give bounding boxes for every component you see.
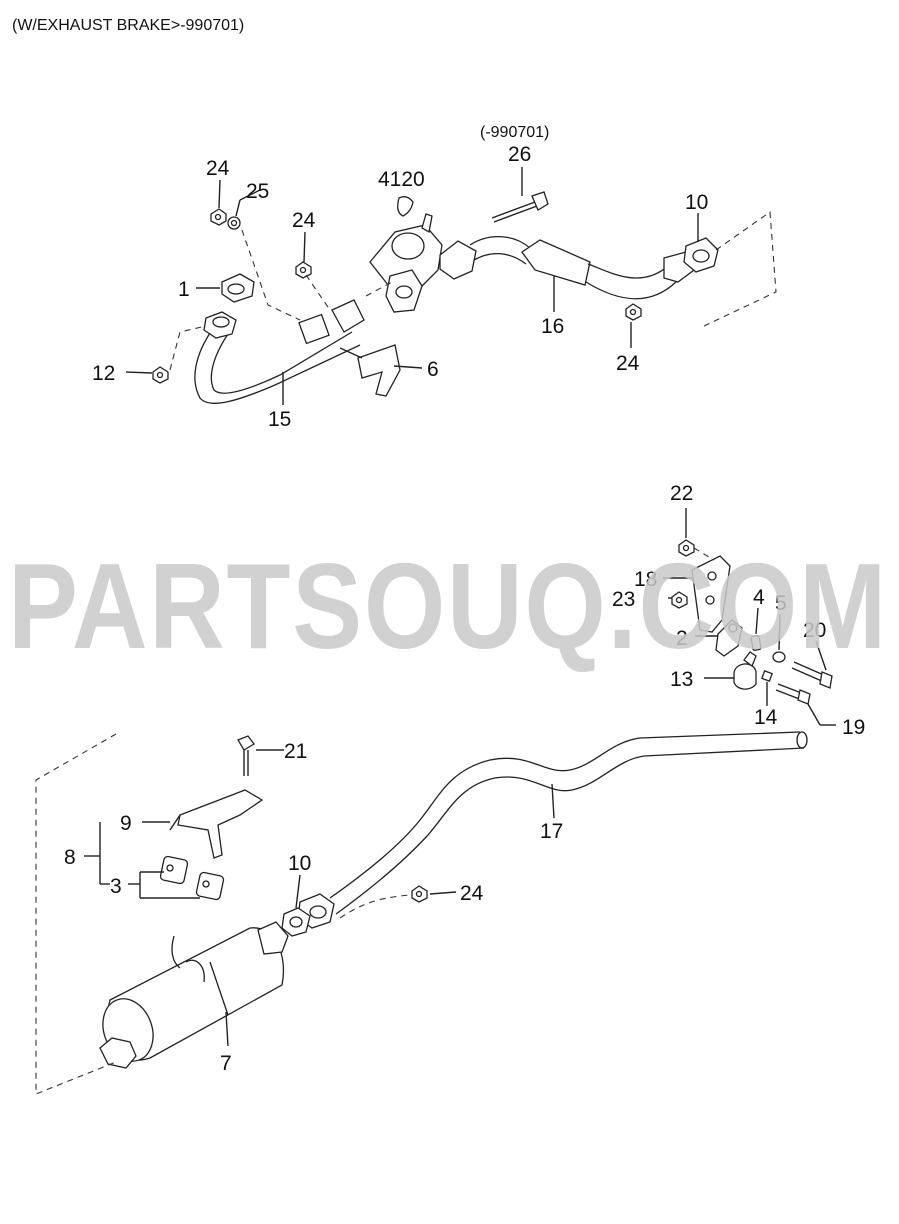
callout-5[interactable]: 5 (775, 592, 787, 615)
callout-22[interactable]: 22 (670, 482, 693, 505)
callout-19[interactable]: 19 (842, 716, 865, 739)
lower-leader-lines (84, 508, 836, 1047)
callout-10a[interactable]: 10 (685, 191, 708, 214)
callout-26[interactable]: 26 (508, 143, 531, 166)
callout-3[interactable]: 3 (110, 875, 122, 898)
bolt-21[interactable] (237, 735, 255, 776)
callout-15[interactable]: 15 (268, 408, 291, 431)
nut-12[interactable] (152, 366, 169, 384)
callout-8[interactable]: 8 (64, 846, 76, 869)
callout-16[interactable]: 16 (541, 315, 564, 338)
callout-4120[interactable]: 4120 (378, 168, 425, 191)
callout-6[interactable]: 6 (427, 358, 439, 381)
rear-pipe-assembly (35, 539, 833, 1095)
callout-20[interactable]: 20 (803, 619, 826, 642)
callout-21[interactable]: 21 (284, 740, 307, 763)
clamp-13[interactable] (733, 651, 757, 690)
washer-5[interactable] (772, 651, 786, 663)
tail-pipe-17[interactable] (297, 731, 808, 929)
intermediate-pipe-16[interactable] (439, 235, 695, 300)
nut-22[interactable] (678, 539, 695, 557)
callout-1[interactable]: 1 (178, 278, 190, 301)
exhaust-brake-valve-4120[interactable] (369, 196, 443, 313)
watermark: PARTSOUQ.COM (8, 538, 888, 674)
gasket-1[interactable] (221, 273, 255, 303)
callout-24b[interactable]: 24 (292, 209, 316, 232)
callout-23[interactable]: 23 (612, 588, 635, 611)
callout-25[interactable]: 25 (246, 180, 269, 203)
front-pipe-15[interactable] (194, 299, 365, 404)
callout-14[interactable]: 14 (754, 706, 778, 729)
callout-18[interactable]: 18 (634, 568, 657, 591)
bracket-6[interactable] (339, 344, 401, 397)
callout-2[interactable]: 2 (676, 627, 688, 650)
hanger-bracket-9[interactable] (169, 789, 264, 859)
bracket-18[interactable] (691, 555, 731, 633)
callout-4[interactable]: 4 (753, 586, 765, 609)
bolt-26[interactable] (491, 191, 549, 223)
callout-26-note: (-990701) (480, 124, 549, 141)
nut-24c[interactable] (625, 303, 642, 321)
nut-23[interactable] (671, 591, 688, 609)
nut-24d[interactable] (411, 885, 428, 903)
callout-17[interactable]: 17 (540, 820, 563, 843)
callout-12[interactable]: 12 (92, 362, 115, 385)
bolt-19[interactable] (775, 683, 811, 705)
callout-labels: 24 25 24 1 12 15 6 4120 (-990701) 26 10 … (64, 124, 865, 1075)
callout-24a[interactable]: 24 (206, 157, 230, 180)
nut-24b[interactable] (295, 261, 312, 279)
front-pipe-assembly (152, 191, 777, 404)
upper-leader-lines (125, 167, 699, 405)
pin-4[interactable] (750, 635, 762, 651)
diagram-header: (W/EXHAUST BRAKE>-990701) (12, 17, 244, 34)
callout-9[interactable]: 9 (120, 812, 132, 835)
muffler-7[interactable] (95, 921, 289, 1069)
callout-13[interactable]: 13 (670, 668, 693, 691)
callout-7[interactable]: 7 (220, 1052, 232, 1075)
callout-24d[interactable]: 24 (460, 882, 484, 905)
gasket-10b[interactable] (281, 907, 311, 937)
callout-10b[interactable]: 10 (288, 852, 311, 875)
rubber-mount-3[interactable] (159, 855, 225, 901)
gasket-10a[interactable] (683, 237, 719, 273)
bolt-20[interactable] (791, 661, 833, 689)
callout-24c[interactable]: 24 (616, 352, 640, 375)
nut-24a[interactable] (210, 208, 227, 226)
washer-25[interactable] (227, 216, 241, 230)
nut-14[interactable] (761, 670, 773, 682)
rubber-hanger-2[interactable] (715, 619, 743, 657)
